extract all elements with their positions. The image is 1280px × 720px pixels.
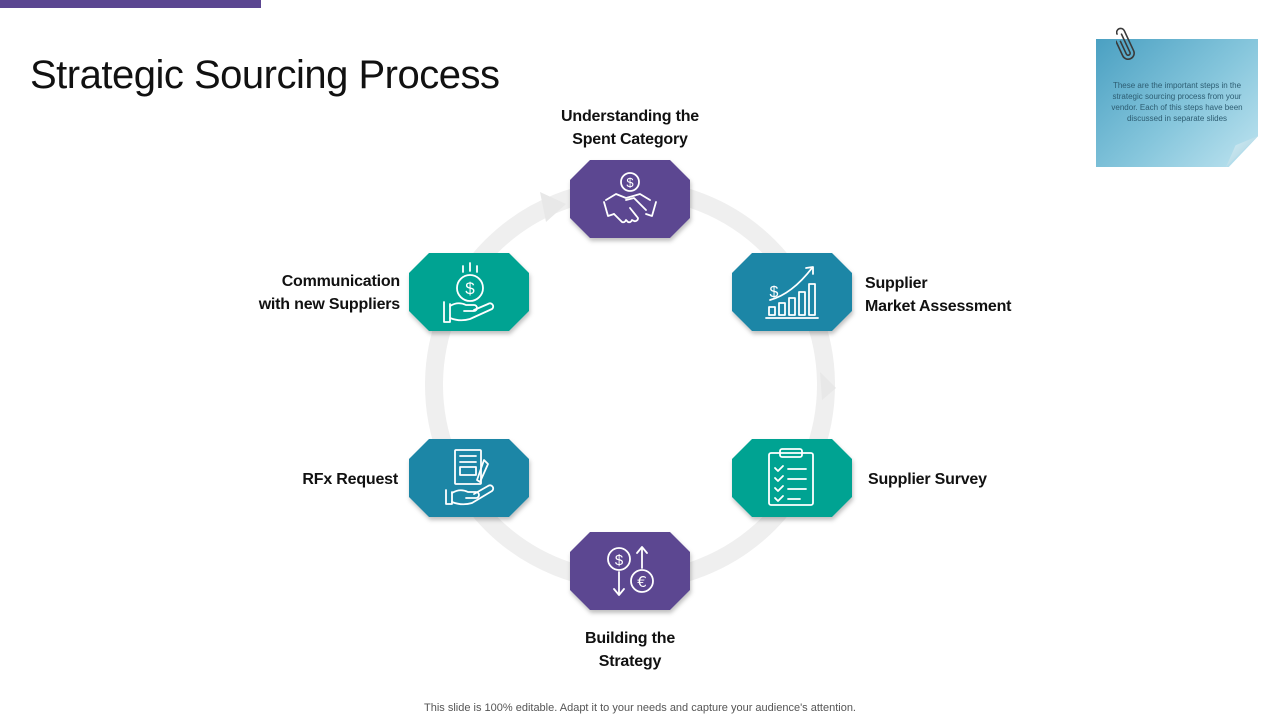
hand-document-icon xyxy=(445,449,495,506)
svg-text:$: $ xyxy=(465,279,475,298)
ring-arrowhead xyxy=(820,372,836,400)
step-label-left-bottom: RFx Request xyxy=(198,468,398,491)
step-label-line: Understanding the xyxy=(561,108,699,125)
step-label-line: RFx Request xyxy=(302,471,398,488)
step-label-line: Spent Category xyxy=(572,131,688,148)
step-label-top: Understanding the Spent Category xyxy=(530,105,730,151)
footer-note: This slide is 100% editable. Adapt it to… xyxy=(424,702,856,714)
svg-text:$: $ xyxy=(626,175,634,190)
sticky-note-text: These are the important steps in the str… xyxy=(1111,81,1243,123)
step-label-right-bottom: Supplier Survey xyxy=(868,468,987,491)
handshake-dollar-icon: $ xyxy=(603,172,657,224)
step-label-left-top: Communication with new Suppliers xyxy=(200,270,401,316)
step-label-bottom: Building the Strategy xyxy=(530,627,730,673)
step-label-line: Building the xyxy=(584,630,676,647)
svg-text:$: $ xyxy=(615,552,624,569)
currency-exchange-icon: $ € xyxy=(607,546,654,596)
step-hexagon-right-bottom[interactable] xyxy=(732,439,852,517)
step-hexagon-bottom[interactable] xyxy=(570,532,690,610)
step-label-line: Strategy xyxy=(598,653,662,670)
step-label-line: Supplier Survey xyxy=(868,471,987,488)
ring-arrowhead xyxy=(540,192,566,222)
step-hexagon-left-bottom[interactable] xyxy=(409,439,529,517)
page-title: Strategic Sourcing Process xyxy=(30,52,500,97)
step-label-right-top: Supplier Market Assessment xyxy=(865,272,1012,318)
top-accent-bar xyxy=(0,0,261,8)
paperclip-icon xyxy=(1116,27,1135,60)
svg-text:$: $ xyxy=(770,284,779,301)
growth-chart-icon: $ xyxy=(765,266,819,319)
step-label-line: with new Suppliers xyxy=(258,296,401,313)
hand-money-icon: $ xyxy=(443,262,495,323)
step-label-line: Market Assessment xyxy=(865,298,1012,315)
step-hexagon-right-top[interactable] xyxy=(732,253,852,331)
step-hexagon-left-top[interactable] xyxy=(409,253,529,331)
process-ring xyxy=(425,180,835,590)
clipboard-checklist-icon xyxy=(768,448,814,506)
svg-text:€: € xyxy=(637,573,647,591)
sticky-note xyxy=(1096,39,1258,167)
step-label-line: Supplier xyxy=(865,275,928,292)
step-label-line: Communication xyxy=(281,273,400,290)
